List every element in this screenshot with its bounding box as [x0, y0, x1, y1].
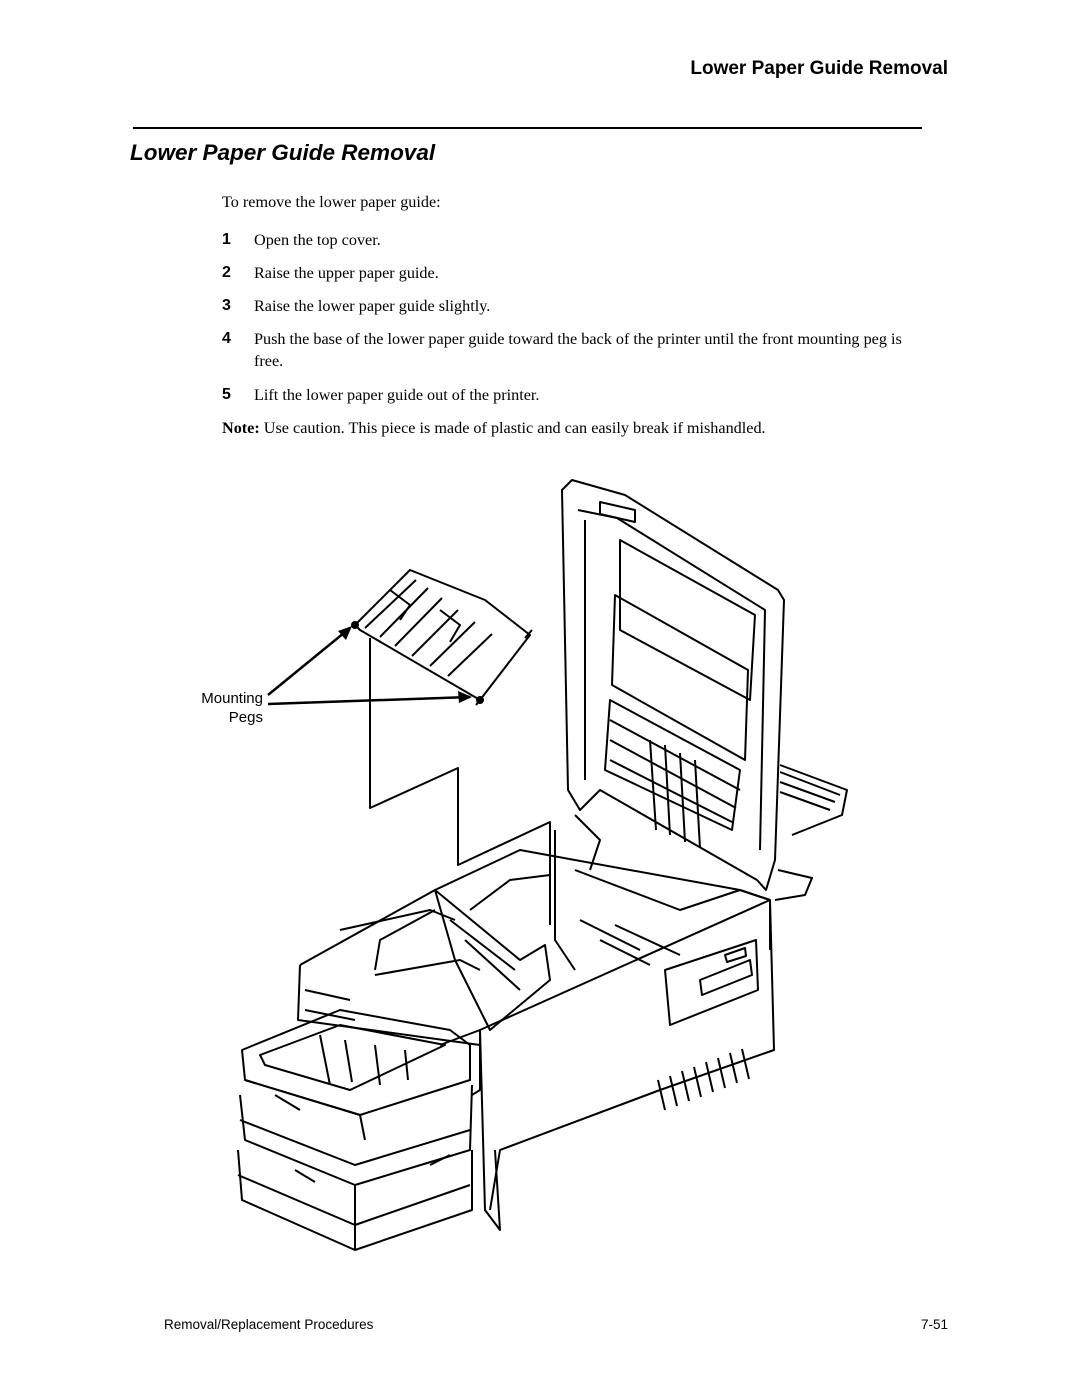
step-text: Open the top cover. [254, 231, 381, 249]
page-number: 7-51 [920, 1317, 948, 1332]
note-text: Use caution. This piece is made of plast… [259, 419, 766, 437]
step-number: 4 [222, 330, 231, 347]
step-number: 3 [222, 297, 231, 314]
header-rule [133, 127, 922, 129]
printer-illustration: Mounting Pegs [201, 479, 848, 1251]
step-number: 1 [222, 231, 231, 248]
step-number: 5 [222, 386, 231, 403]
footer-left: Removal/Replacement Procedures [164, 1317, 374, 1332]
note-label: Note: [222, 419, 260, 437]
step-text: Push the base of the lower paper guide t… [254, 330, 902, 370]
mounting-pegs-label-2: Pegs [229, 709, 263, 726]
step-text: Lift the lower paper guide out of the pr… [254, 386, 540, 404]
running-header: Lower Paper Guide Removal [690, 58, 948, 79]
intro-text: To remove the lower paper guide: [222, 193, 441, 211]
mounting-pegs-label: Mounting [201, 690, 263, 707]
section-title: Lower Paper Guide Removal [130, 140, 436, 165]
step-text: Raise the lower paper guide slightly. [254, 297, 491, 315]
note: Note: Use caution. This piece is made of… [222, 417, 922, 439]
step-text: Raise the upper paper guide. [254, 264, 439, 282]
step-number: 2 [222, 264, 231, 281]
